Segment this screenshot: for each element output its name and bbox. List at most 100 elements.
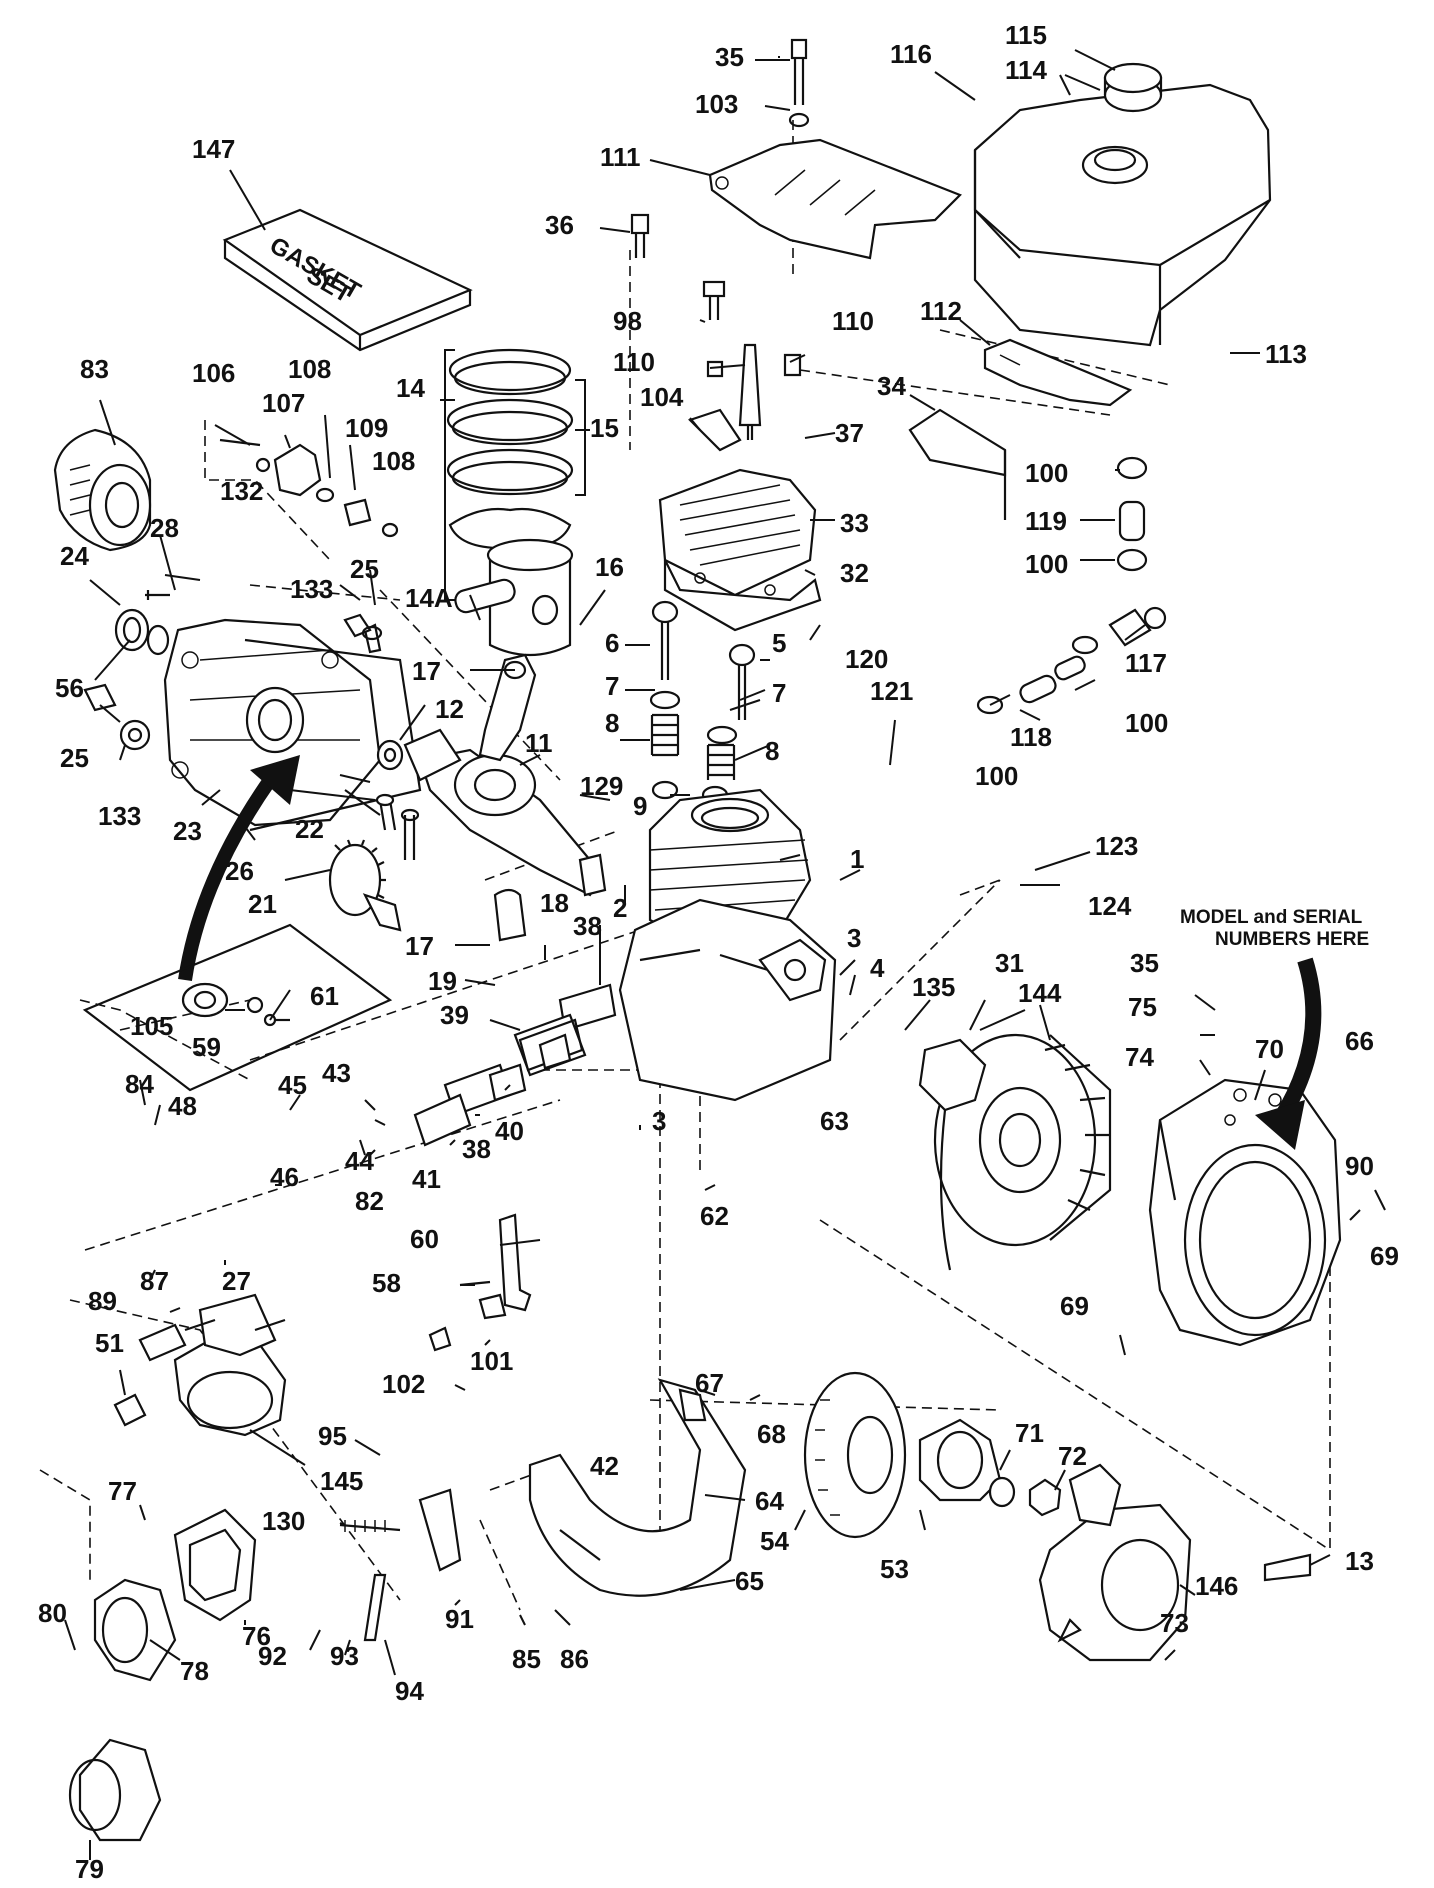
callout-26: 26 <box>225 856 254 886</box>
callout-108b: 108 <box>372 446 415 476</box>
callout-115: 115 <box>1005 20 1047 50</box>
callout-101: 101 <box>470 1346 513 1376</box>
callout-133a: 133 <box>290 574 333 604</box>
callout-91: 91 <box>445 1604 474 1634</box>
callout-63: 63 <box>820 1106 849 1136</box>
callout-41: 41 <box>412 1164 441 1194</box>
rewind-starter <box>1038 1463 1312 1662</box>
callout-3a: 3 <box>847 923 861 953</box>
callout-32: 32 <box>840 558 869 588</box>
bracket-112 <box>983 338 1133 407</box>
callout-11: 11 <box>525 728 553 758</box>
callout-107: 107 <box>262 388 305 418</box>
callout-48: 48 <box>168 1091 197 1121</box>
air-guide <box>528 1378 747 1597</box>
callout-92: 92 <box>258 1641 287 1671</box>
callout-89: 89 <box>88 1286 117 1316</box>
callout-106: 106 <box>192 358 235 388</box>
cylinder-head <box>658 468 822 632</box>
callout-33: 33 <box>840 508 869 538</box>
tank-bracket <box>708 138 962 260</box>
callout-124: 124 <box>1088 891 1132 921</box>
callout-87: 87 <box>140 1266 169 1296</box>
callout-42: 42 <box>590 1451 619 1481</box>
callout-145: 145 <box>320 1466 363 1496</box>
callout-12: 12 <box>435 694 464 724</box>
fuel-tank <box>973 62 1272 347</box>
callout-22: 22 <box>295 814 324 844</box>
callout-9: 9 <box>633 791 647 821</box>
callout-28: 28 <box>150 513 179 543</box>
callout-2: 2 <box>613 893 627 923</box>
callout-17b: 17 <box>405 931 434 961</box>
callout-51: 51 <box>95 1328 124 1358</box>
throttle-bracket <box>339 1488 462 1642</box>
leader-lines <box>64 49 1386 1860</box>
callout-7b: 7 <box>772 678 786 708</box>
callout-72: 72 <box>1058 1441 1087 1471</box>
callout-112: 112 <box>920 296 962 326</box>
callout-23: 23 <box>173 816 202 846</box>
callout-93: 93 <box>330 1641 359 1671</box>
callout-18: 18 <box>540 888 569 918</box>
callout-146: 146 <box>1195 1571 1238 1601</box>
callout-68: 68 <box>757 1419 786 1449</box>
blower-housing <box>1148 1078 1342 1347</box>
callout-43: 43 <box>322 1058 351 1088</box>
callout-79: 79 <box>75 1854 104 1884</box>
callout-53: 53 <box>880 1554 909 1584</box>
callout-75: 75 <box>1128 992 1157 1022</box>
control-brackets <box>428 1213 532 1352</box>
cam-gear <box>328 793 420 932</box>
callout-66: 66 <box>1345 1026 1374 1056</box>
callout-19: 19 <box>428 966 457 996</box>
callout-54: 54 <box>760 1526 789 1556</box>
gasket-set-box: GASKET SET <box>222 208 473 352</box>
callout-40: 40 <box>495 1116 524 1146</box>
callout-82: 82 <box>355 1186 384 1216</box>
callout-8a: 8 <box>605 708 619 738</box>
callout-67: 67 <box>695 1368 724 1398</box>
muffler-parts <box>68 1508 257 1842</box>
callout-17a: 17 <box>412 656 441 686</box>
callout-69a: 69 <box>1370 1241 1399 1271</box>
valves-and-springs <box>649 600 756 805</box>
callout-36: 36 <box>545 210 574 240</box>
callout-21: 21 <box>248 889 277 919</box>
callout-102: 102 <box>382 1369 425 1399</box>
callout-116: 116 <box>890 39 932 69</box>
intake-parts <box>413 983 617 1147</box>
callout-64: 64 <box>755 1486 784 1516</box>
callout-45: 45 <box>278 1070 307 1100</box>
connecting-rod <box>478 653 537 942</box>
callout-37: 37 <box>835 418 864 448</box>
callout-71: 71 <box>1015 1418 1044 1448</box>
callout-86: 86 <box>560 1644 589 1674</box>
callout-129: 129 <box>580 771 623 801</box>
callout-133b: 133 <box>98 801 141 831</box>
callout-74: 74 <box>1125 1042 1154 1072</box>
callout-1: 1 <box>850 844 864 874</box>
callout-80: 80 <box>38 1598 67 1628</box>
callout-59: 59 <box>192 1032 221 1062</box>
callout-46: 46 <box>270 1162 299 1192</box>
callout-62: 62 <box>700 1201 729 1231</box>
callout-105: 105 <box>130 1011 173 1041</box>
callout-16: 16 <box>595 552 624 582</box>
callout-144: 144 <box>1018 978 1062 1008</box>
callout-34: 34 <box>877 371 906 401</box>
callout-35b: 35 <box>1130 948 1159 978</box>
fuel-line-fittings <box>976 456 1167 715</box>
callout-5: 5 <box>772 628 786 658</box>
callout-110a: 110 <box>613 347 655 377</box>
inset-box <box>82 923 393 1092</box>
callout-14: 14 <box>396 373 425 403</box>
callout-38b: 38 <box>462 1134 491 1164</box>
callout-147: 147 <box>192 134 235 164</box>
callout-100d: 100 <box>975 761 1018 791</box>
callout-123: 123 <box>1095 831 1138 861</box>
callout-25b: 25 <box>60 743 89 773</box>
callout-76: 76 <box>242 1621 271 1651</box>
